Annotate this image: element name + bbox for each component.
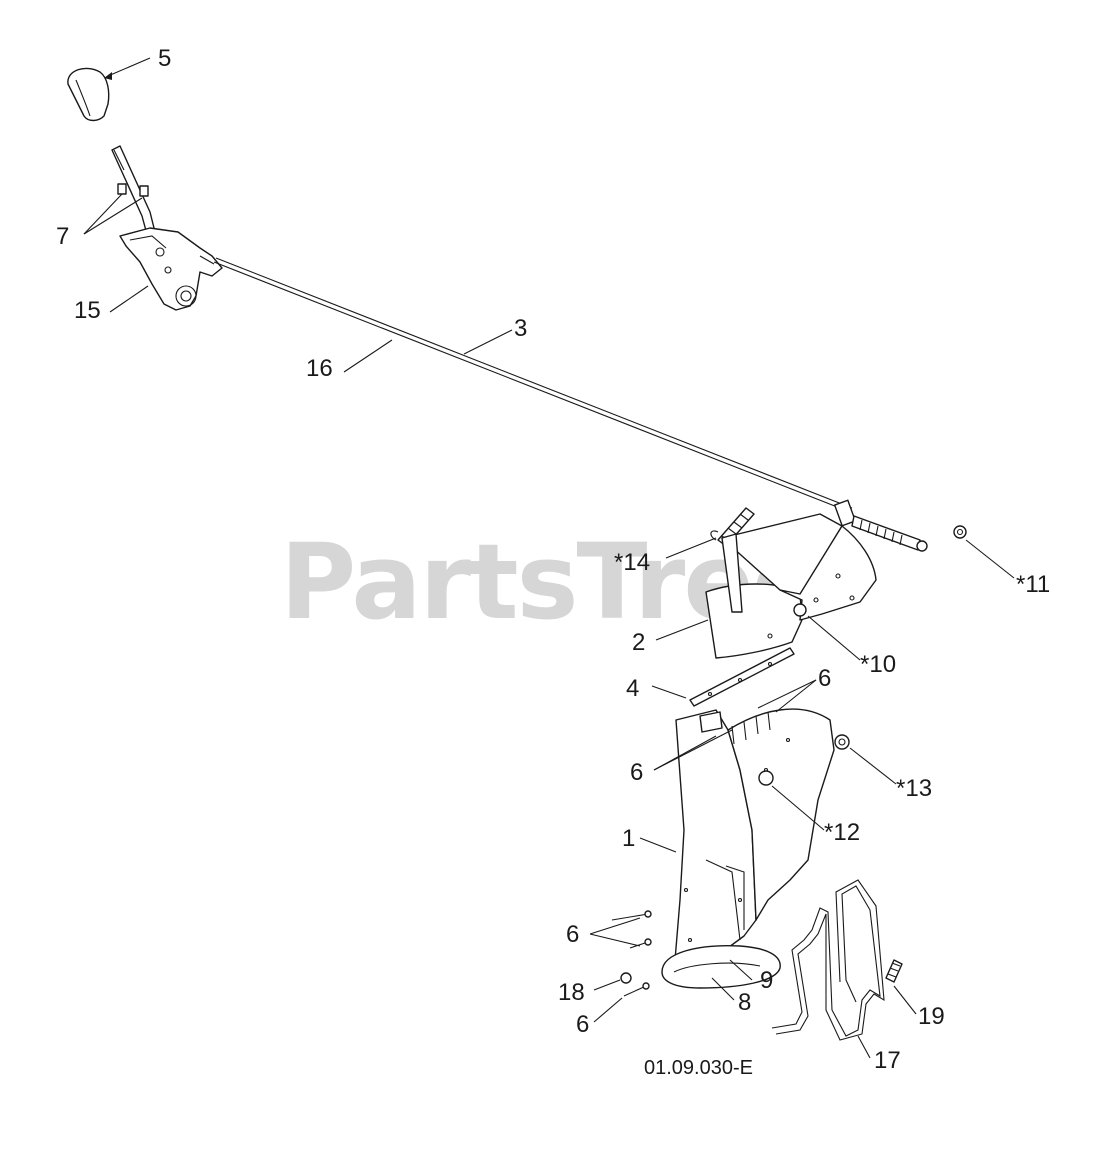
shift-cable-part[interactable] — [213, 257, 928, 552]
fastener-parts[interactable] — [611, 711, 771, 997]
callout-2[interactable]: 2 — [632, 629, 645, 656]
callout-4[interactable]: 4 — [626, 675, 639, 702]
callout-labels: 5 7 15 16 3 *14 *11 2 *10 4 6 6 *13 *12 … — [56, 45, 1050, 1079]
callout-3[interactable]: 3 — [514, 315, 527, 342]
callout-11[interactable]: *11 — [1016, 571, 1050, 598]
diagram-code: 01.09.030-E — [644, 1057, 753, 1079]
knob-part[interactable] — [67, 67, 110, 122]
callout-18[interactable]: 18 — [558, 979, 585, 1006]
spring-part-19[interactable] — [885, 959, 903, 983]
callout-6-bottom[interactable]: 6 — [576, 1011, 589, 1038]
nut-part-13[interactable] — [834, 734, 850, 750]
callout-19[interactable]: 19 — [918, 1003, 945, 1030]
callout-9[interactable]: 9 — [760, 967, 773, 994]
callout-16[interactable]: 16 — [306, 355, 333, 382]
callout-15[interactable]: 15 — [74, 297, 101, 324]
leader-lines — [83, 57, 1015, 1059]
bolt-part-12[interactable] — [758, 770, 774, 786]
callout-17[interactable]: 17 — [874, 1047, 901, 1074]
callout-1[interactable]: 1 — [622, 825, 635, 852]
callout-12[interactable]: *12 — [824, 819, 860, 846]
lower-chute-part[interactable] — [661, 708, 835, 989]
callout-6-top-right[interactable]: 6 — [818, 665, 831, 692]
bail-wire-part[interactable] — [771, 879, 885, 1041]
shifter-bracket-part[interactable] — [119, 227, 223, 311]
bolt-part[interactable] — [793, 603, 807, 617]
callout-8[interactable]: 8 — [738, 989, 751, 1016]
callout-10[interactable]: *10 — [860, 651, 896, 678]
callout-6-top-left[interactable]: 6 — [630, 759, 643, 786]
callout-13[interactable]: *13 — [896, 775, 932, 802]
callout-7[interactable]: 7 — [56, 223, 69, 250]
callout-6-mid[interactable]: 6 — [566, 921, 579, 948]
callout-5[interactable]: 5 — [158, 45, 171, 72]
callout-14[interactable]: *14 — [614, 549, 650, 576]
plate-part[interactable] — [689, 647, 795, 707]
nut-part[interactable] — [953, 525, 967, 539]
chute-deflector-part[interactable] — [705, 513, 877, 659]
shift-rod-part[interactable] — [111, 145, 157, 239]
